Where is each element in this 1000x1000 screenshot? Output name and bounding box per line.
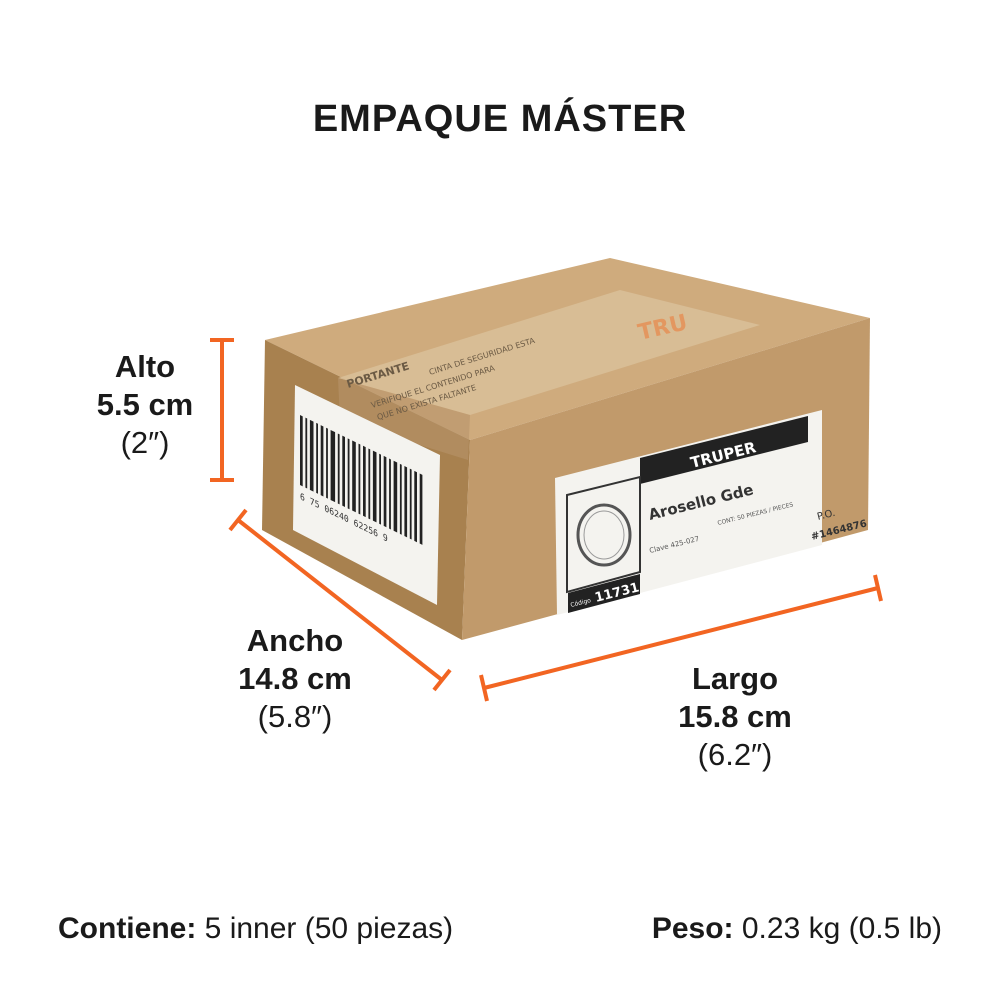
ancho-label: Ancho (246, 623, 344, 658)
largo-label: Largo (691, 661, 779, 696)
largo-metric: 15.8 cm (678, 699, 792, 734)
weight-label: Peso: (651, 912, 734, 945)
alto-dimension-line (210, 338, 234, 482)
contents-info: Contiene: 5 inner (50 piezas) (58, 912, 453, 946)
label-po-label: P.O. (816, 508, 836, 523)
product-label (555, 410, 822, 615)
alto-imperial: (2″) (120, 425, 170, 460)
packing-tape (338, 290, 760, 415)
ancho-imperial: (5.8″) (257, 699, 333, 734)
barcode-label (293, 385, 440, 605)
ancho-dimension-line (228, 508, 452, 692)
page-title: EMPAQUE MÁSTER (312, 98, 688, 140)
largo-dimension: Largo 15.8 cm (6.2″) (645, 660, 825, 774)
ring-icon (576, 503, 632, 567)
contents-value: 5 inner (50 piezas) (204, 912, 454, 945)
label-image-frame (566, 475, 641, 594)
ancho-dimension: Ancho 14.8 cm (5.8″) (220, 622, 370, 736)
alto-dimension: Alto 5.5 cm (2″) (70, 348, 220, 462)
largo-imperial: (6.2″) (697, 737, 773, 772)
alto-metric: 5.5 cm (96, 387, 194, 422)
alto-label: Alto (114, 349, 176, 384)
contents-label: Contiene: (58, 912, 197, 945)
label-header (640, 416, 808, 484)
label-code-box (568, 574, 640, 613)
ancho-metric: 14.8 cm (238, 661, 352, 696)
largo-dimension-line (479, 574, 883, 702)
weight-value: 0.23 kg (0.5 lb) (741, 912, 942, 945)
label-codigo-label: Código (570, 597, 592, 609)
weight-info: Peso: 0.23 kg (0.5 lb) (652, 912, 942, 946)
